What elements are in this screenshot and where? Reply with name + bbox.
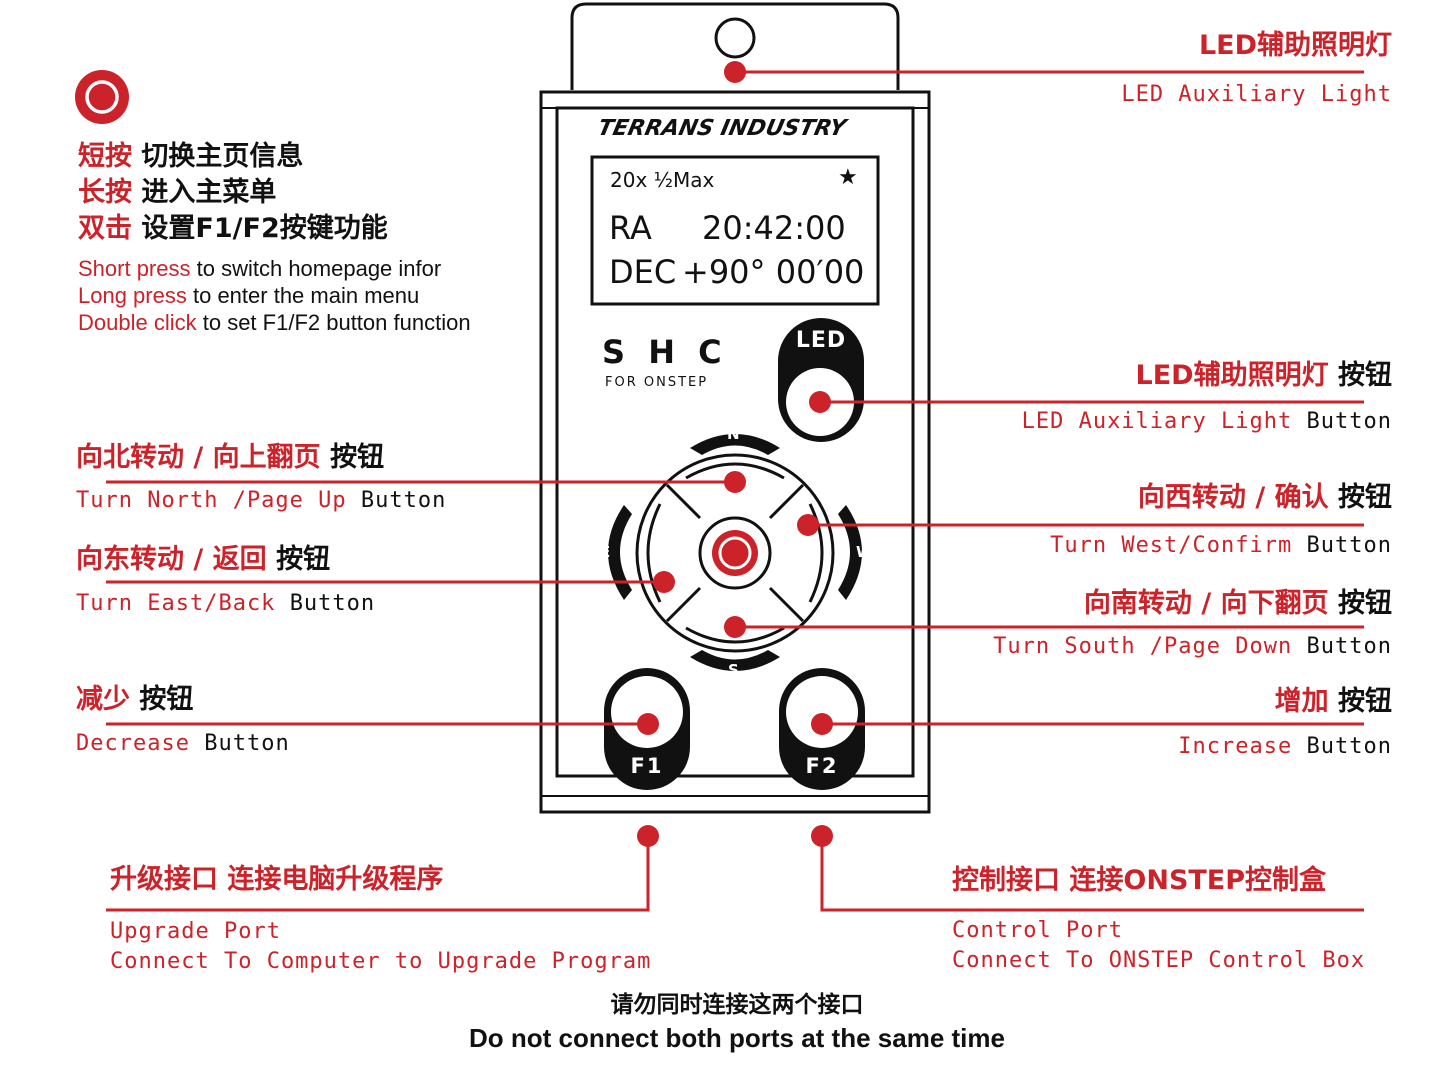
dot-led-button: [809, 391, 831, 413]
callout-upgrade-port-en2: Connect To Computer to Upgrade Program: [110, 949, 652, 974]
callout-upgrade-port-cn: 升级接口 连接电脑升级程序: [110, 864, 444, 895]
callout-north-en: Turn North /Page Up Button: [76, 488, 447, 513]
warning-en: Do not connect both ports at the same ti…: [469, 1023, 1005, 1053]
callout-east-cn: 向东转动 / 返回 按钮: [76, 544, 331, 575]
dot-upgrade-port: [637, 825, 659, 847]
callout-control-port-cn: 控制接口 连接ONSTEP控制盒: [952, 865, 1327, 896]
callout-increase-en: Increase Button: [1178, 734, 1392, 759]
dir-e-label: E: [600, 543, 611, 561]
dir-s-label: S: [728, 661, 739, 679]
callout-south-en: Turn South /Page Down Button: [993, 634, 1392, 659]
f2-label: F2: [805, 754, 839, 778]
callout-decrease-cn: 减少 按钮: [76, 684, 194, 715]
dot-f2: [811, 713, 833, 735]
lcd-ra-label: RA: [609, 209, 652, 247]
north-arc: [690, 434, 780, 455]
callout-decrease-en: Decrease Button: [76, 731, 290, 756]
callout-north-cn: 向北转动 / 向上翻页 按钮: [76, 442, 385, 473]
callout-upgrade-port-en1: Upgrade Port: [110, 919, 281, 944]
warning-cn: 请勿同时连接这两个接口: [610, 992, 864, 1018]
dot-east: [653, 571, 675, 593]
dir-n-label: N: [727, 425, 740, 443]
west-arc: [838, 505, 862, 600]
led-button-label: LED: [795, 328, 847, 353]
dot-west: [797, 514, 819, 536]
callout-south-cn: 向南转动 / 向下翻页 按钮: [1083, 588, 1392, 619]
callout-west-cn: 向西转动 / 确认 按钮: [1137, 482, 1392, 513]
f2-button-cap: [786, 676, 858, 748]
f1-label: F1: [630, 754, 664, 778]
callout-led-button-cn: LED辅助照明灯 按钮: [1135, 360, 1392, 391]
dot-north: [724, 471, 746, 493]
lcd-screen: [590, 155, 880, 306]
target-circle-icon: [75, 70, 129, 124]
callout-led-button-en: LED Auxiliary Light Button: [1021, 409, 1392, 434]
callout-increase-cn: 增加 按钮: [1274, 686, 1392, 717]
lcd-star: ★: [838, 165, 858, 190]
lcd-dec-label: DEC: [609, 253, 677, 291]
lcd-line1: 20x ½Max: [610, 168, 715, 192]
dot-f1: [637, 713, 659, 735]
callout-west-en: Turn West/Confirm Button: [1050, 533, 1392, 558]
callout-control-port-en1: Control Port: [952, 918, 1123, 943]
dot-south: [724, 616, 746, 638]
f1-button-cap: [611, 676, 683, 748]
led-lens: [714, 17, 756, 59]
dot-led-light: [724, 61, 746, 83]
callout-control-port-en2: Connect To ONSTEP Control Box: [952, 948, 1366, 973]
dot-control-port: [811, 825, 833, 847]
lcd-dec-value: +90° 00′00: [682, 253, 865, 291]
callout-led-light-en: LED Auxiliary Light: [1121, 82, 1392, 107]
south-arc: [690, 650, 780, 671]
model-subtitle: FOR ONSTEP: [605, 375, 709, 390]
lcd-ra-value: 20:42:00: [702, 209, 846, 247]
callout-east-en: Turn East/Back Button: [76, 591, 376, 616]
callout-led-light-cn: LED辅助照明灯: [1198, 30, 1392, 61]
east-arc: [608, 505, 632, 600]
dir-w-label: W: [856, 543, 873, 561]
model-name: S H C: [602, 333, 728, 371]
brand-logo: TERRANS INDUSTRY: [595, 116, 849, 141]
